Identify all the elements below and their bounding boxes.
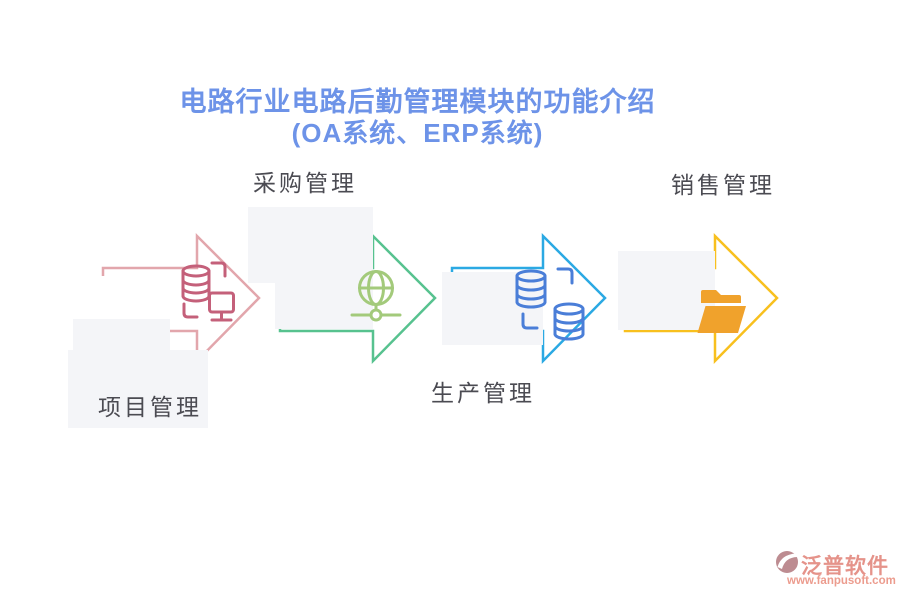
- watermark-url: www.fanpusoft.com: [787, 575, 896, 587]
- step-label-project: 项目管理: [98, 394, 202, 420]
- page-title: 电路行业电路后勤管理模块的功能介绍: [179, 87, 656, 117]
- watermark-brand: 泛普软件: [801, 555, 889, 578]
- database-sync-icon: [515, 267, 585, 341]
- globe-network-icon: [350, 270, 402, 322]
- fanpu-logo-icon: [776, 551, 798, 573]
- panel-block: [442, 272, 543, 345]
- title-block: 电路行业电路后勤管理模块的功能介绍 (OA系统、ERP系统): [0, 86, 835, 148]
- panel-block: [618, 251, 715, 330]
- arrow-project: [101, 232, 261, 365]
- database-monitor-icon: [181, 261, 235, 322]
- page-subtitle: (OA系统、ERP系统): [291, 118, 544, 148]
- panel-block: [275, 207, 373, 329]
- step-label-sales: 销售管理: [671, 172, 775, 198]
- arrow-procurement: [278, 232, 437, 365]
- panel-block: [68, 350, 208, 428]
- step-label-production: 生产管理: [431, 380, 535, 406]
- watermark: 泛普软件 www.fanpusoft.com: [775, 549, 896, 591]
- folder-icon: [697, 290, 746, 333]
- step-label-procurement: 采购管理: [253, 170, 357, 196]
- arrow-sales: [623, 232, 779, 365]
- arrow-production: [450, 232, 607, 365]
